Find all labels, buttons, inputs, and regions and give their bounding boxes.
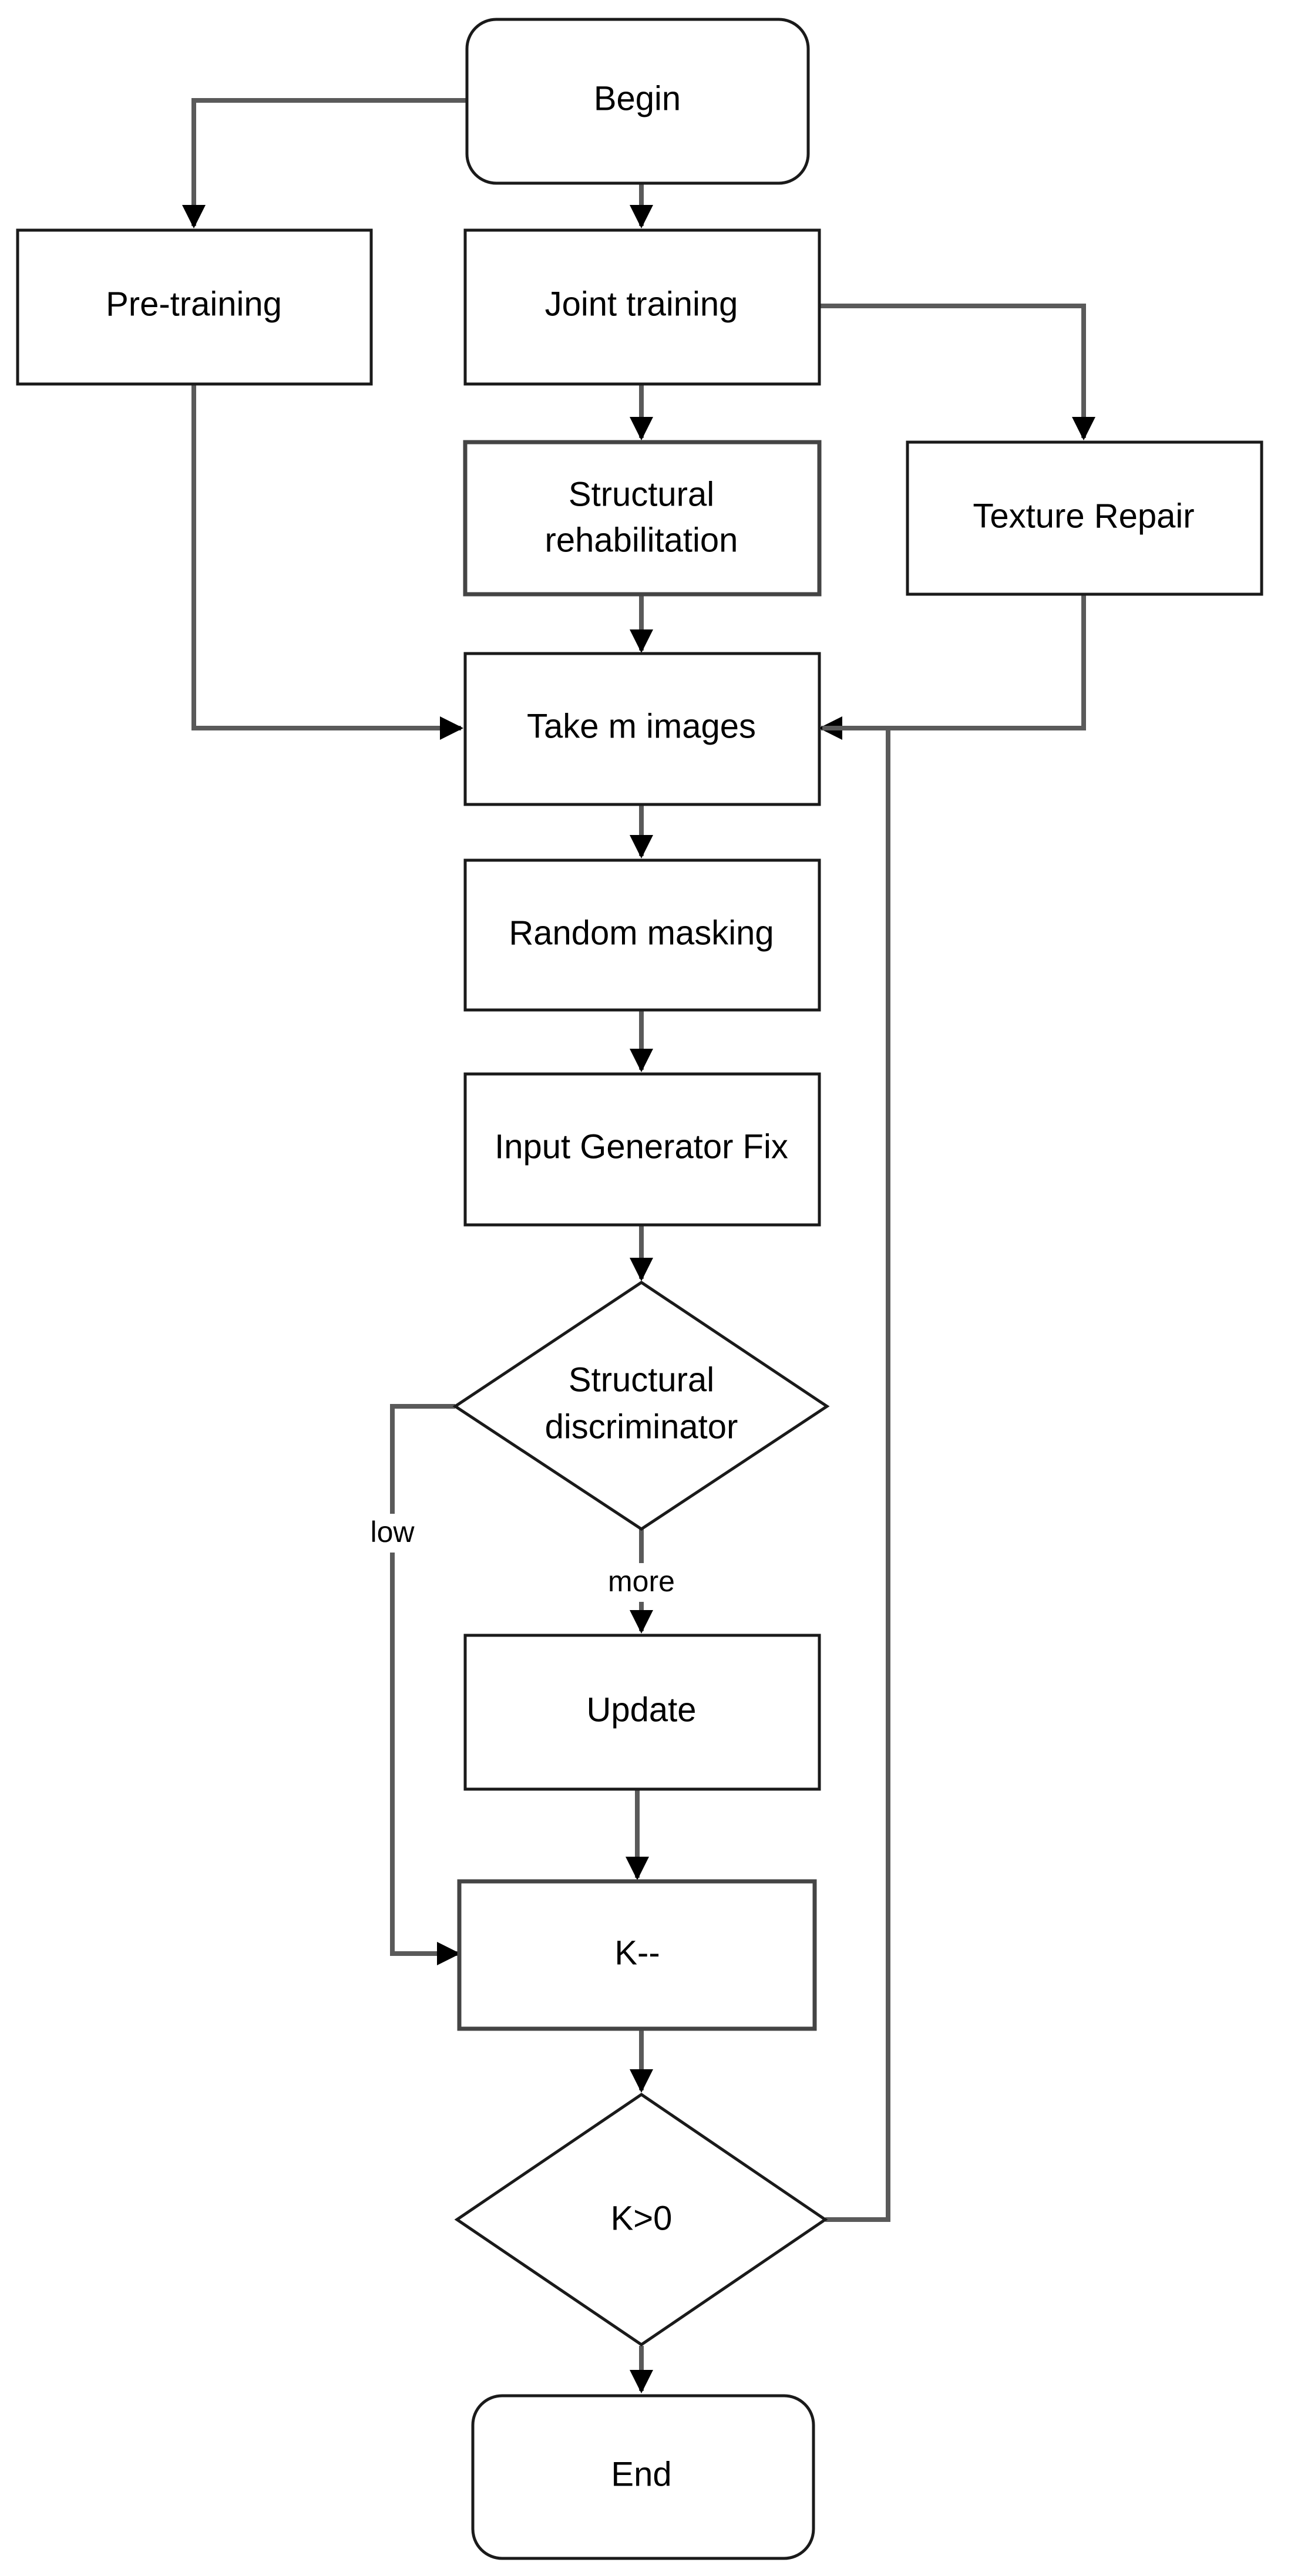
node-begin[interactable]: Begin [465, 18, 810, 185]
node-end[interactable]: End [471, 2394, 815, 2560]
edges [182, 98, 1095, 2393]
node-k-check[interactable]: K>0 [454, 2092, 828, 2347]
edge-label-more: more [597, 1563, 685, 1602]
svg-text:Pre-training: Pre-training [106, 285, 282, 323]
svg-text:End: End [611, 2455, 671, 2493]
svg-text:Input Generator Fix: Input Generator Fix [495, 1127, 788, 1166]
node-texture-repair[interactable]: Texture Repair [906, 440, 1263, 596]
edge-k-check-loop-to-take-images [822, 726, 890, 2222]
svg-text:low: low [370, 1516, 415, 1548]
node-take-m-images[interactable]: Take m images [463, 652, 821, 806]
svg-text:Joint training: Joint training [545, 285, 738, 323]
svg-text:Structural: Structural [569, 1361, 714, 1399]
node-k-decrement[interactable]: K-- [457, 1879, 817, 2031]
svg-text:Begin: Begin [594, 79, 681, 117]
node-structural-rehabilitation[interactable]: Structural rehabilitation [463, 440, 822, 597]
svg-text:Structural: Structural [569, 475, 714, 513]
node-structural-discriminator[interactable]: Structural discriminator [452, 1280, 830, 1531]
node-input-generator-fix[interactable]: Input Generator Fix [463, 1072, 821, 1227]
edge-joint-to-texture-repair [819, 304, 1095, 440]
edge-pretraining-to-take-images [191, 384, 463, 740]
edge-begin-to-pretraining [182, 98, 467, 228]
svg-text:Texture Repair: Texture Repair [973, 497, 1194, 535]
svg-text:more: more [608, 1565, 675, 1598]
svg-text:Update: Update [586, 1691, 696, 1729]
node-update[interactable]: Update [463, 1634, 821, 1791]
node-pretraining[interactable]: Pre-training [16, 228, 373, 386]
svg-text:Take m images: Take m images [527, 707, 756, 745]
edge-discriminator-to-k-decrement [390, 1404, 460, 1965]
svg-text:Random masking: Random masking [509, 914, 774, 952]
svg-text:discriminator: discriminator [545, 1407, 738, 1446]
svg-text:K>0: K>0 [611, 2199, 673, 2237]
edge-label-low: low [363, 1514, 422, 1553]
svg-text:K--: K-- [614, 1934, 660, 1972]
node-joint-training[interactable]: Joint training [463, 228, 821, 386]
edge-texture-repair-to-take-images [819, 594, 1086, 740]
node-random-masking[interactable]: Random masking [463, 858, 821, 1012]
svg-text:rehabilitation: rehabilitation [545, 521, 738, 559]
